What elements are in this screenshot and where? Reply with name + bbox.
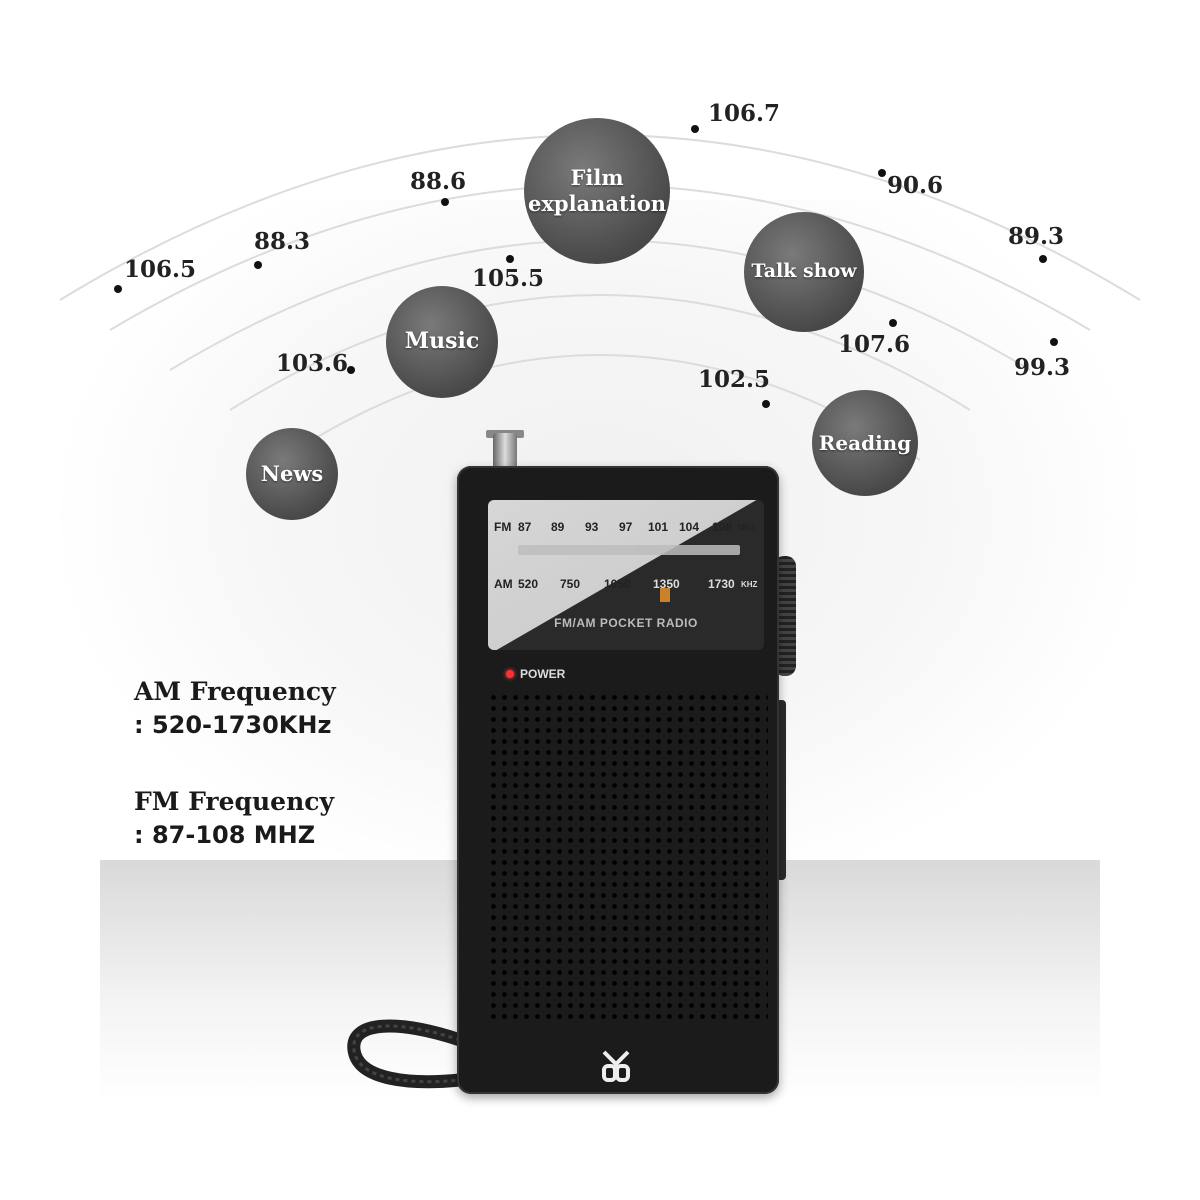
freq-dot	[114, 285, 122, 293]
fm-tick: 87	[518, 520, 532, 534]
power-indicator: POWER	[506, 667, 565, 681]
freq-label: 106.7	[708, 100, 781, 127]
fm-tick: 101	[648, 520, 669, 534]
tuning-needle	[659, 588, 670, 602]
freq-dot	[1050, 338, 1058, 346]
am-frequency-spec: AM Frequency : 520-1730KHz	[134, 674, 336, 743]
signal-arc-4	[229, 294, 971, 411]
freq-dot	[878, 169, 886, 177]
freq-dot	[691, 125, 699, 133]
am-unit: KHZ	[741, 580, 758, 589]
freq-label: 88.6	[410, 168, 467, 195]
freq-label: 107.6	[838, 331, 911, 358]
fm-unit: MHZ	[738, 523, 756, 532]
topic-bubble-talk-show: Talk show	[744, 212, 864, 332]
tuning-track	[518, 545, 740, 602]
freq-label: 103.6	[276, 350, 349, 377]
freq-dot	[762, 400, 770, 408]
freq-dot	[254, 261, 262, 269]
am-band-label: AM	[494, 577, 513, 591]
fm-tick: 89	[551, 520, 565, 534]
fm-tick: 104	[679, 520, 700, 534]
fm-tick: 93	[585, 520, 599, 534]
power-led	[506, 670, 514, 678]
am-frequency-value: : 520-1730KHz	[134, 711, 332, 739]
fm-frequency-spec: FM Frequency : 87-108 MHZ	[134, 784, 334, 853]
power-label: POWER	[520, 667, 566, 681]
freq-label: 105.5	[472, 265, 545, 292]
freq-label: 88.3	[254, 228, 311, 255]
fm-tick: 97	[619, 520, 633, 534]
freq-dot	[1039, 255, 1047, 263]
tuning-dial: FM 87 89 93 97 101 104 108 MHZ AM 520 75…	[488, 500, 764, 650]
fm-tick: 108	[712, 520, 733, 534]
freq-dot	[506, 255, 514, 263]
am-tick: 1050	[604, 577, 631, 591]
freq-dot	[889, 319, 897, 327]
speaker-grille	[488, 692, 768, 1022]
am-tick: 1350	[653, 577, 680, 591]
tuning-knob	[774, 556, 796, 676]
brand-logo	[598, 1048, 634, 1084]
fm-band-label: FM	[494, 520, 512, 534]
am-tick: 520	[518, 577, 539, 591]
am-tick: 750	[560, 577, 581, 591]
topic-bubble-film: Film explanation	[524, 118, 670, 264]
freq-label: 89.3	[1008, 223, 1065, 250]
freq-dot	[441, 198, 449, 206]
freq-label: 102.5	[698, 366, 771, 393]
fm-frequency-value: : 87-108 MHZ	[134, 821, 316, 849]
brand-logo-mark	[602, 1050, 630, 1082]
topic-bubble-news: News	[246, 428, 338, 520]
freq-dot	[347, 366, 355, 374]
band-switch	[776, 700, 786, 880]
freq-label: 90.6	[887, 172, 944, 199]
am-frequency-label: AM Frequency	[134, 677, 336, 706]
am-tick: 1730	[708, 577, 735, 591]
dial-title: FM/AM POCKET RADIO	[554, 616, 698, 630]
fm-frequency-label: FM Frequency	[134, 787, 334, 816]
freq-label: 99.3	[1014, 354, 1071, 381]
dial-glare	[488, 500, 764, 650]
freq-label: 106.5	[124, 256, 197, 283]
antenna	[493, 433, 517, 471]
topic-bubble-music: Music	[386, 286, 498, 398]
topic-bubble-reading: Reading	[812, 390, 918, 496]
wrist-strap	[347, 1019, 467, 1089]
